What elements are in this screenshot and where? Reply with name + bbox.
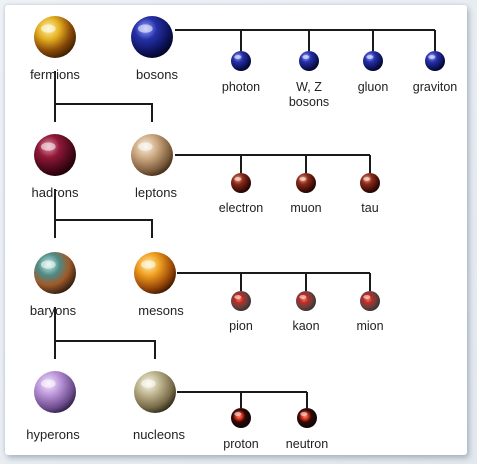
ball-pion-highlight (234, 295, 242, 299)
label-pion: pion (229, 319, 253, 333)
label-hyperons: hyperons (26, 427, 80, 442)
ball-wz-highlight (302, 55, 310, 59)
ball-pion (231, 291, 251, 311)
label-graviton: graviton (412, 80, 458, 94)
label-tau: tau (361, 201, 379, 215)
label-neutron: neutron (285, 437, 329, 451)
ball-fermions-highlight (40, 24, 56, 33)
baryons-split (54, 307, 156, 359)
ball-proton (231, 408, 251, 428)
label-baryons: baryons (29, 303, 77, 318)
ball-mion-highlight (363, 295, 371, 299)
ball-kaon (296, 291, 316, 311)
particle-tree (34, 16, 445, 428)
label-mesons: mesons (138, 303, 184, 318)
label-kaon: kaon (292, 319, 320, 333)
ball-neutron-highlight (300, 412, 308, 416)
ball-fermions (34, 16, 76, 58)
particle-balls (34, 16, 445, 428)
ball-graviton (425, 51, 445, 71)
fermions-split (54, 71, 153, 122)
ball-electron-highlight (234, 177, 242, 181)
hadrons-split (54, 189, 153, 238)
ball-hadrons (34, 134, 76, 176)
ball-hadrons-highlight (40, 142, 56, 151)
ball-electron (231, 173, 251, 193)
ball-photon-highlight (234, 55, 242, 59)
ball-neutron (297, 408, 317, 428)
label-muon: muon (290, 201, 322, 215)
label-leptons: leptons (135, 185, 177, 200)
ball-hyperons-highlight (40, 379, 56, 388)
connector-lines (54, 29, 436, 408)
label-bosons: bosons (136, 67, 178, 82)
ball-mion (360, 291, 380, 311)
ball-mesons-highlight (140, 260, 156, 269)
ball-nucleons-highlight (140, 379, 156, 388)
ball-leptons (131, 134, 173, 176)
label-hadrons: hadrons (31, 185, 79, 200)
label-nucleons: nucleons (132, 427, 186, 442)
label-wz-bosons: W, Z bosons (288, 80, 330, 109)
ball-baryons (34, 252, 76, 294)
ball-photon (231, 51, 251, 71)
ball-mesons (134, 252, 176, 294)
label-photon: photon (221, 80, 261, 94)
ball-nucleons (134, 371, 176, 413)
ball-baryons-highlight (40, 260, 56, 269)
ball-leptons-highlight (137, 142, 153, 151)
ball-muon (296, 173, 316, 193)
ball-proton-highlight (234, 412, 242, 416)
label-gluon: gluon (357, 80, 389, 94)
ball-tau (360, 173, 380, 193)
ball-gluon (363, 51, 383, 71)
ball-kaon-highlight (299, 295, 307, 299)
label-proton: proton (223, 437, 259, 451)
label-fermions: fermions (30, 67, 80, 82)
ball-wz (299, 51, 319, 71)
ball-gluon-highlight (366, 55, 374, 59)
ball-hyperons (34, 371, 76, 413)
label-mion: mion (356, 319, 384, 333)
ball-bosons-highlight (137, 24, 153, 33)
ball-muon-highlight (299, 177, 307, 181)
ball-graviton-highlight (428, 55, 436, 59)
ball-tau-highlight (363, 177, 371, 181)
label-electron: electron (218, 201, 264, 215)
ball-bosons (131, 16, 173, 58)
diagram-card: fermions bosons hadrons leptons baryons … (5, 5, 467, 455)
